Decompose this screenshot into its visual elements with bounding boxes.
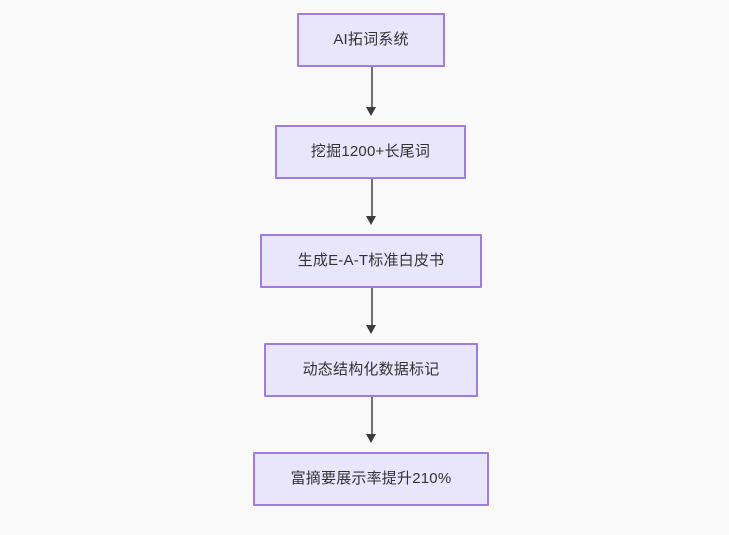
flow-node-label: 生成E-A-T标准白皮书 [297, 252, 445, 269]
flow-node-label: 动态结构化数据标记 [302, 361, 440, 378]
flow-node-mine-longtail-keywords[interactable]: 挖掘1200+长尾词 [275, 125, 466, 179]
flow-edge-arrowhead-icon [366, 107, 377, 116]
flow-edge-line [371, 288, 373, 326]
flow-edge-line [371, 397, 373, 435]
flow-node-generate-eat-whitepaper[interactable]: 生成E-A-T标准白皮书 [260, 234, 482, 288]
flow-node-label: AI拓词系统 [333, 31, 409, 48]
flow-node-dynamic-structured-data-markup[interactable]: 动态结构化数据标记 [264, 343, 478, 397]
flow-node-ai-keyword-system[interactable]: AI拓词系统 [297, 13, 445, 67]
flow-node-rich-snippet-rate-increase[interactable]: 富摘要展示率提升210% [253, 452, 489, 506]
flow-edge-line [371, 179, 373, 217]
flow-node-label: 富摘要展示率提升210% [290, 470, 452, 487]
flow-edge-arrowhead-icon [366, 216, 377, 225]
flow-node-label: 挖掘1200+长尾词 [310, 143, 431, 160]
flow-edge-arrowhead-icon [366, 325, 377, 334]
flow-edge-arrowhead-icon [366, 434, 377, 443]
flow-edge-line [371, 67, 373, 108]
